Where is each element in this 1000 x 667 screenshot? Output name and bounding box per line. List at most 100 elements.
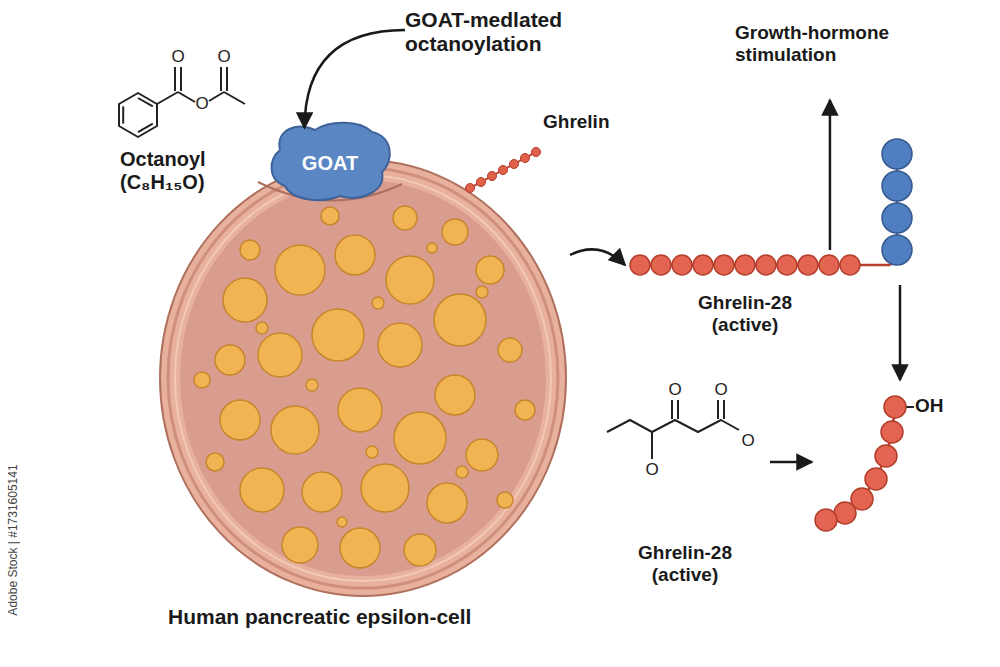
benzene-ring [119, 93, 157, 137]
amino-acid-bead [819, 255, 839, 275]
secretory-granule [256, 322, 268, 334]
enzyme-shape [272, 123, 390, 200]
secretory-granule [335, 235, 375, 275]
connector-arrow [570, 249, 625, 265]
peptide-box: OH [812, 390, 960, 535]
secretory-granule [271, 406, 319, 454]
keto-structure [607, 400, 739, 459]
octanoyl-structure [119, 67, 245, 137]
secretory-granule [306, 379, 318, 391]
amino-acid-bead [884, 396, 906, 418]
peptide-box: Ghrelin-28 (active) [625, 250, 865, 345]
amino-acid-bead [488, 172, 497, 181]
secretory-granule [223, 278, 267, 322]
bond [220, 67, 222, 91]
carbon-chain [607, 420, 739, 432]
node-text: GOAT [272, 152, 388, 175]
enzyme-blob: GOAT [272, 128, 388, 200]
molecule-box: Ghrelin-28 (active) [600, 380, 770, 595]
amino-acid-bead [881, 421, 903, 443]
bond [180, 67, 182, 91]
bond [174, 67, 176, 91]
secretory-granule [393, 206, 417, 230]
double-bond [138, 98, 153, 106]
atom-label: O [217, 48, 230, 67]
atom-label: O [741, 432, 754, 451]
secretory-granule [378, 323, 422, 367]
secretory-granule [466, 439, 498, 471]
amino-acid-bead [651, 255, 671, 275]
granule-group [194, 206, 535, 568]
amino-acid-bead [714, 255, 734, 275]
amino-acid-bead [840, 255, 860, 275]
molecule-box: Octanoyl (C₈H₁₅O) [115, 45, 255, 195]
amino-acid-bead [521, 154, 530, 163]
peptide-beads [466, 148, 541, 193]
peptide-beads [630, 255, 860, 275]
amino-acid-bead [875, 445, 897, 467]
double-bond [717, 400, 719, 419]
node-text: GOAT-medlated octanoylation [405, 8, 590, 56]
bond [209, 92, 224, 101]
secretory-granule [194, 372, 210, 388]
amino-acid-bead [466, 184, 475, 193]
peptide-label: Ghrelin [543, 112, 610, 133]
watermark: Adobe Stock | #1731605141 [7, 464, 20, 615]
amino-acid-bead [532, 148, 541, 157]
secretory-granule [258, 333, 302, 377]
cell-membrane [160, 160, 566, 596]
membrane-layer [168, 168, 558, 588]
hydroxyl-bond [906, 406, 914, 408]
secretory-granule [427, 483, 467, 523]
double-bond [122, 106, 124, 123]
amino-acid-bead [798, 255, 818, 275]
secretory-granule [442, 219, 468, 245]
secretory-granule [394, 412, 446, 464]
amino-acid-bead [777, 255, 797, 275]
secretory-granule [220, 400, 260, 440]
secretory-granule [476, 256, 504, 284]
secretory-granule [321, 207, 339, 225]
double-bond [723, 400, 725, 419]
bond [157, 92, 178, 104]
atom-label: O [195, 95, 208, 114]
secretory-granule [386, 256, 434, 304]
effect-box: Growth-hormone stimulation [735, 22, 970, 100]
receptor-bead [882, 235, 912, 265]
secretory-granule [361, 464, 409, 512]
bond [651, 432, 653, 459]
secretory-granule [427, 243, 437, 253]
bond [224, 92, 245, 104]
secretory-granule [497, 492, 513, 508]
secretory-granule [282, 527, 318, 563]
amino-acid-bead [735, 255, 755, 275]
atom-label: O [171, 48, 184, 67]
amino-acid-bead [693, 255, 713, 275]
receptor-bead [882, 203, 912, 233]
pathway-arrow [899, 285, 902, 380]
node-text: OH [915, 395, 957, 417]
amino-acid-bead [672, 255, 692, 275]
secretory-granule [240, 468, 284, 512]
secretory-granule [404, 534, 436, 566]
peptide-backbone [470, 152, 536, 188]
secretory-granule [372, 297, 384, 309]
secretory-granule [434, 294, 486, 346]
secretory-granule [337, 517, 347, 527]
double-bond [138, 124, 153, 133]
secretory-granule [366, 446, 378, 458]
atom-label: O [668, 381, 681, 400]
node-text: Human pancreatic epsilon-cell [168, 605, 568, 629]
secretory-granule [515, 400, 535, 420]
amino-acid-bead [499, 166, 508, 175]
amino-acid-bead [477, 178, 486, 187]
atom-label: O [645, 461, 658, 480]
secretory-granule [302, 472, 342, 512]
cell-box: Human pancreatic epsilon-cell GOAT [160, 150, 570, 635]
secretory-granule [498, 338, 522, 362]
receptor-beads [882, 139, 912, 265]
